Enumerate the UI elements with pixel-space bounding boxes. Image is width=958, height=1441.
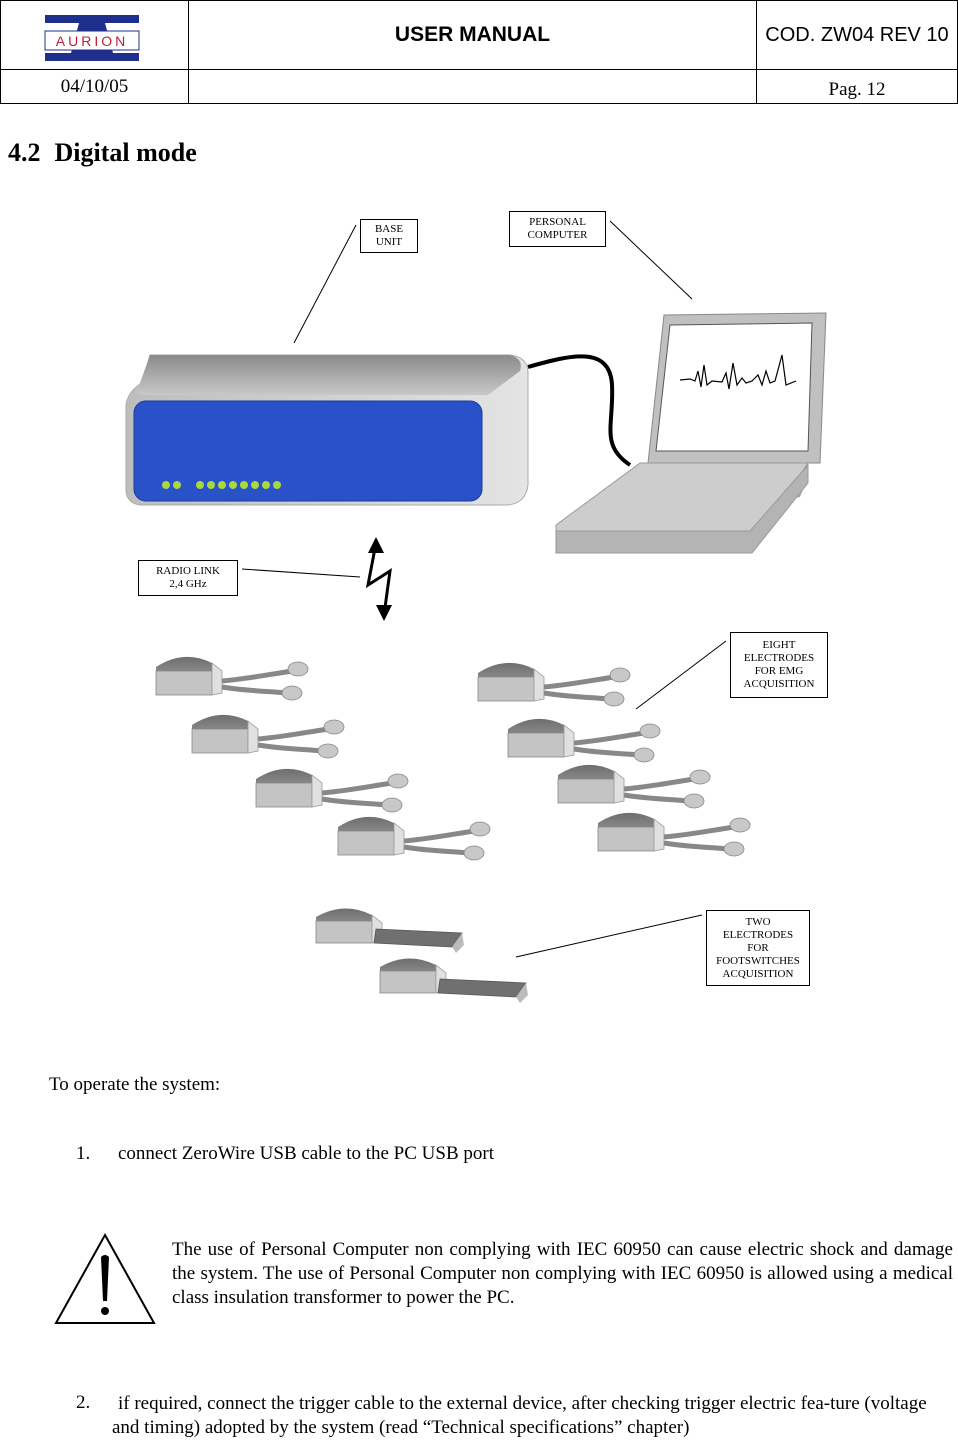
document-title: USER MANUAL bbox=[188, 0, 757, 70]
label-radio-link: RADIO LINK 2,4 GHz bbox=[138, 560, 238, 596]
base-unit-graphic bbox=[126, 355, 528, 505]
emg-electrodes-left bbox=[156, 657, 490, 860]
section-title: Digital mode bbox=[55, 138, 197, 167]
label-eight-electrodes: EIGHT ELECTRODES FOR EMG ACQUISITION bbox=[730, 632, 828, 698]
footswitch-electrodes bbox=[316, 908, 528, 1003]
step-1-text: connect ZeroWire USB cable to the PC USB… bbox=[118, 1143, 494, 1165]
page-header: AURION USER MANUAL COD. ZW04 REV 10 04/1… bbox=[0, 0, 958, 104]
step-2-text: if required, connect the trigger cable t… bbox=[112, 1392, 946, 1440]
label-base-unit: BASE UNIT bbox=[360, 219, 418, 253]
system-diagram: BASE UNIT PERSONAL COMPUTER RADIO LINK 2… bbox=[0, 195, 958, 1025]
label-personal-computer: PERSONAL COMPUTER bbox=[509, 211, 606, 247]
usb-cable bbox=[528, 356, 630, 465]
document-date: 04/10/05 bbox=[0, 69, 189, 104]
radio-link-graphic bbox=[368, 537, 392, 621]
laptop-graphic bbox=[556, 313, 826, 553]
emg-electrodes-right bbox=[478, 663, 750, 856]
section-heading: 4.2 Digital mode bbox=[8, 138, 197, 168]
logo-cell: AURION bbox=[0, 0, 189, 70]
label-two-electrodes: TWO ELECTRODES FOR FOOTSWITCHES ACQUISIT… bbox=[706, 910, 810, 986]
document-code: COD. ZW04 REV 10 bbox=[756, 0, 958, 70]
page-number: Pag. 12 bbox=[756, 69, 958, 104]
intro-text: To operate the system: bbox=[49, 1074, 220, 1096]
svg-text:AURION: AURION bbox=[56, 33, 128, 49]
section-number: 4.2 bbox=[8, 138, 41, 167]
warning-text: The use of Personal Computer non complyi… bbox=[172, 1238, 953, 1310]
diagram-drawing bbox=[0, 195, 958, 1025]
step-2-number: 2. bbox=[76, 1392, 90, 1414]
header-empty-cell bbox=[188, 69, 757, 104]
aurion-logo: AURION bbox=[1, 1, 190, 71]
step-1-number: 1. bbox=[76, 1143, 90, 1165]
warning-icon bbox=[52, 1231, 158, 1327]
